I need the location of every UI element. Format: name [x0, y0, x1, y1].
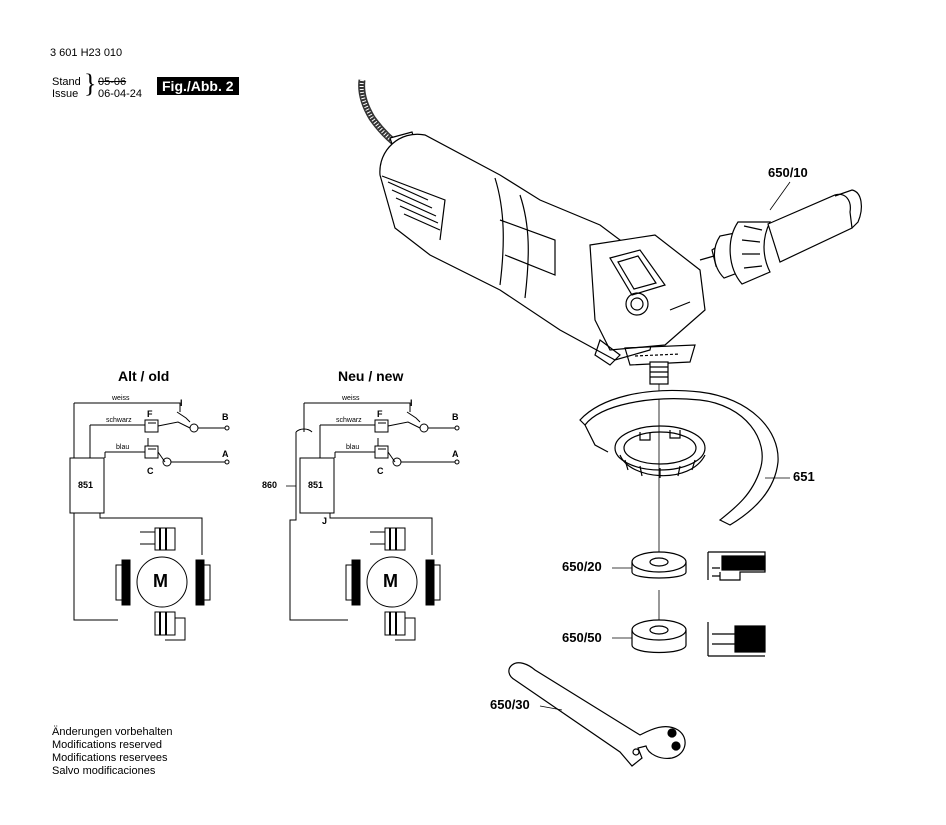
old-terminal-f: F	[147, 409, 153, 419]
old-terminal-a: A	[222, 449, 229, 459]
part-label-spanner: 650/30	[490, 697, 530, 712]
pin-spanner-illustration	[508, 662, 686, 767]
old-terminal-i: I	[180, 398, 183, 408]
new-wiring-title: Neu / new	[338, 368, 404, 384]
new-terminal-b: B	[452, 412, 459, 422]
new-terminal-f: F	[377, 409, 383, 419]
new-module-851: 851	[308, 480, 324, 490]
issue-label: Issue	[52, 88, 79, 100]
new-date: 06-04-24	[98, 88, 143, 100]
new-terminal-i: I	[410, 398, 413, 408]
old-wire-black-label: schwarz	[106, 417, 132, 424]
mounting-flange-illustration	[631, 551, 766, 581]
old-terminal-b: B	[222, 412, 229, 422]
old-wire-blue-label: blau	[116, 444, 130, 451]
new-terminal-j: J	[322, 516, 328, 526]
old-wiring-diagram	[69, 402, 230, 641]
new-wiring-diagram	[286, 402, 460, 641]
new-motor-symbol: M	[383, 571, 398, 591]
part-label-flange: 650/20	[562, 559, 602, 574]
new-terminal-c: C	[377, 466, 384, 476]
part-860-label: 860	[262, 480, 278, 490]
footer-line-1: Änderungen vorbehalten	[52, 726, 173, 738]
new-wire-black-label: schwarz	[336, 417, 362, 424]
old-wire-white-label: weiss	[112, 395, 130, 402]
brace-symbol: }	[84, 69, 97, 98]
vent-slots	[387, 181, 441, 231]
old-wiring-title: Alt / old	[118, 368, 170, 384]
auxiliary-handle-illustration	[699, 189, 862, 285]
wheel-guard-illustration	[579, 389, 779, 526]
clamping-nut-illustration	[631, 619, 766, 657]
old-motor-symbol: M	[153, 571, 168, 591]
footer-line-3: Modifications reservees	[52, 752, 168, 764]
document-number: 3 601 H23 010	[50, 47, 123, 59]
footer-line-2: Modifications reserved	[52, 739, 163, 751]
part-label-guard: 651	[793, 469, 815, 484]
footer-line-4: Salvo modificaciones	[52, 765, 156, 777]
part-label-clamping-nut: 650/50	[562, 630, 602, 645]
old-module-851: 851	[78, 480, 94, 490]
figure-label: Fig./Abb. 2	[157, 77, 239, 95]
old-terminal-c: C	[147, 466, 154, 476]
new-terminal-a: A	[452, 449, 459, 459]
stand-label: Stand	[52, 76, 81, 88]
angle-grinder-illustration	[358, 79, 706, 622]
old-date: 05-06	[98, 76, 127, 88]
new-wire-blue-label: blau	[346, 444, 360, 451]
new-wire-white-label: weiss	[342, 395, 360, 402]
part-label-handle: 650/10	[768, 165, 808, 180]
